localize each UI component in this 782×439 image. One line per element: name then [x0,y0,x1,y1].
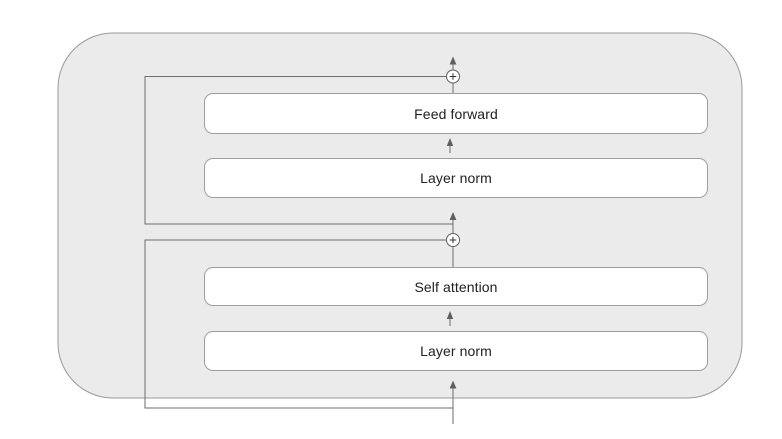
residual-add-top [446,69,460,84]
plus-icon [449,236,457,244]
plus-icon [449,73,457,80]
add-to-norm-arrowhead-icon [449,212,457,220]
residual-add-bottom [446,233,460,247]
block-label: Self attention [414,278,498,295]
norm-to-feedforward-arrowhead-icon [446,138,454,146]
block-label: Feed forward [414,105,498,122]
block-layer-norm-top: Layer norm [204,158,708,198]
block-label: Layer norm [420,170,492,186]
block-label: Layer norm [420,343,492,359]
norm-to-attention-arrowhead-icon [446,311,454,319]
block-feed-forward: Feed forward [204,93,708,134]
residual-skip-line-top [144,76,453,225]
block-self-attention: Self attention [204,267,708,306]
block-layer-norm-bottom: Layer norm [204,331,708,371]
residual-skip-line-bottom [144,239,453,409]
output-arrowhead-icon [449,56,457,65]
input-arrowhead-icon [449,380,457,389]
